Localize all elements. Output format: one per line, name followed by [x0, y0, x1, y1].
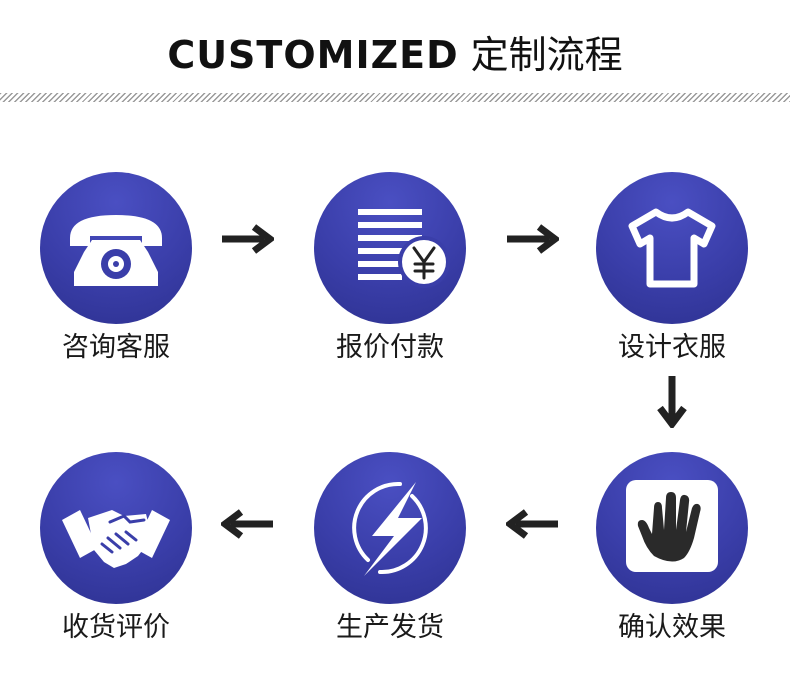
step-label: 生产发货 [336, 612, 444, 643]
hand-icon [626, 480, 718, 572]
tshirt-icon [628, 208, 716, 288]
lightning-icon [352, 481, 428, 576]
step-label: 报价付款 [336, 332, 444, 363]
step-label: 咨询客服 [62, 332, 170, 363]
price-list-yuan-icon [358, 209, 450, 288]
step-circle [596, 172, 748, 324]
arrow-down-icon [656, 374, 688, 428]
step-circle [40, 172, 192, 324]
hatched-divider [0, 93, 790, 102]
telephone-icon [70, 215, 162, 286]
step-circle [314, 452, 466, 604]
arrow-left-icon [221, 508, 275, 540]
step-circle [40, 452, 192, 604]
step-label: 设计衣服 [618, 332, 726, 363]
step-label: 收货评价 [62, 612, 170, 643]
arrow-left-icon [506, 508, 560, 540]
step-circle [314, 172, 466, 324]
arrow-right-icon [220, 223, 274, 255]
step-circle [596, 452, 748, 604]
title-english: CUSTOMIZED [167, 33, 459, 77]
step-label: 确认效果 [618, 612, 726, 643]
arrow-right-icon [505, 223, 559, 255]
title-chinese: 定制流程 [470, 33, 623, 77]
handshake-icon [62, 510, 170, 568]
